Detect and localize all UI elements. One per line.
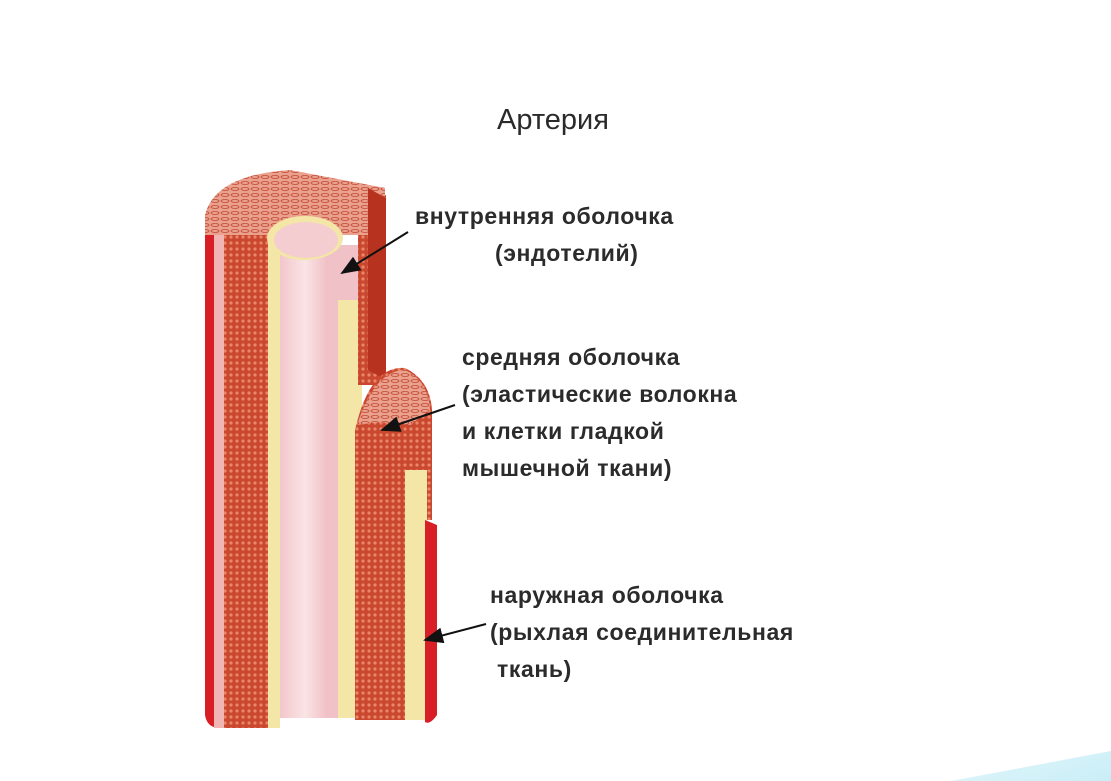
diagram-title: Артерия: [497, 104, 609, 136]
lumen: [280, 235, 330, 718]
label-outer-line2: (рыхлая соединительная: [490, 619, 794, 645]
arrow-outer: [423, 623, 487, 644]
label-middle-line1: средняя оболочка: [462, 344, 681, 370]
media-lower: [355, 367, 432, 720]
label-middle-line3: и клетки гладкой: [462, 418, 665, 444]
label-inner-line2: (эндотелий): [495, 240, 639, 266]
label-outer-line3: ткань): [497, 656, 572, 682]
label-outer-line1: наружная оболочка: [490, 582, 724, 608]
media-left: [224, 235, 270, 728]
arrow-middle: [380, 404, 456, 432]
wall-cross-section: [205, 170, 385, 235]
arrow-inner: [340, 231, 409, 275]
label-middle-line4: мышечной ткани): [462, 455, 673, 481]
label-inner-line1: внутренняя оболочка: [415, 203, 674, 229]
adventitia-lower: [425, 520, 437, 723]
label-middle-line2: (эластические волокна: [462, 381, 738, 407]
